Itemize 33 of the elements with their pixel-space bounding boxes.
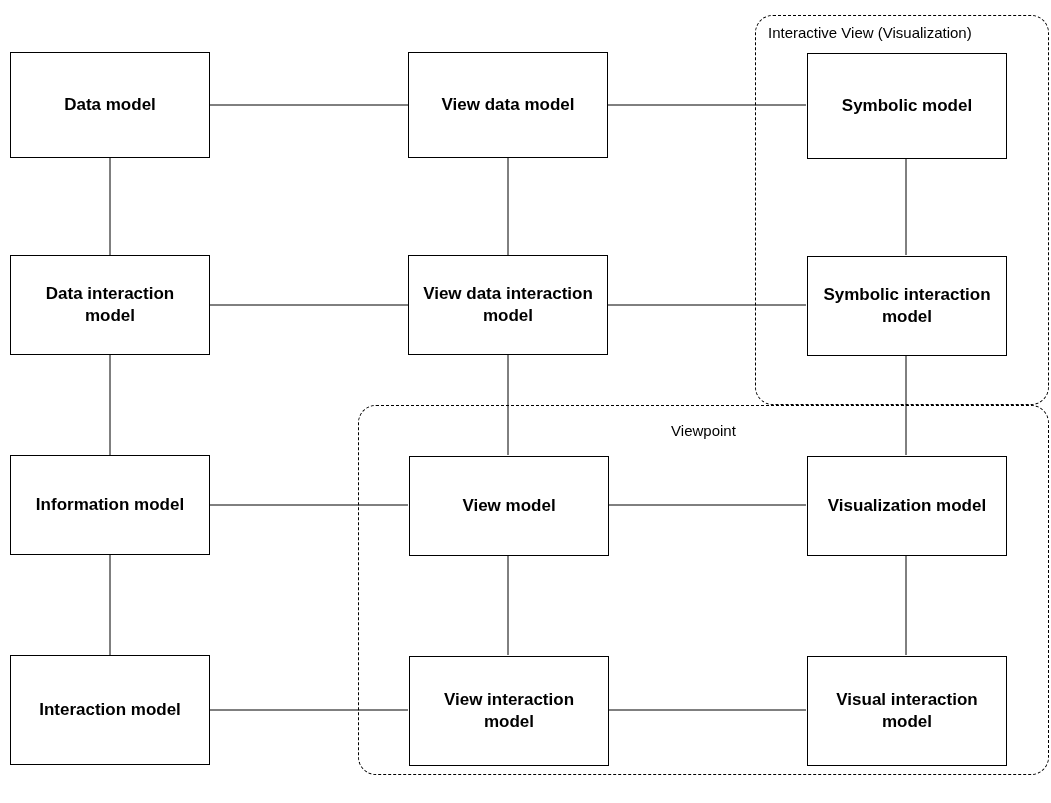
region-title: Viewpoint [670, 421, 737, 441]
connector-line [607, 709, 807, 711]
model-box: Visual interaction model [807, 656, 1007, 766]
connector-line [109, 157, 111, 256]
model-box: Data interaction model [10, 255, 210, 355]
model-box: Visualization model [807, 456, 1007, 556]
model-box: Symbolic interaction model [807, 256, 1007, 356]
connector-line [507, 157, 509, 256]
dashed-region [755, 15, 1049, 405]
connector-line [905, 554, 907, 656]
model-box: Data model [10, 52, 210, 158]
model-box: Interaction model [10, 655, 210, 765]
connector-line [607, 304, 807, 306]
connector-line [507, 354, 509, 456]
model-box: View data interaction model [408, 255, 608, 355]
connector-line [109, 354, 111, 456]
connector-line [507, 554, 509, 656]
connector-line [209, 304, 409, 306]
connector-line [607, 504, 807, 506]
connector-line [109, 554, 111, 656]
connector-line [209, 104, 409, 106]
model-box: Symbolic model [807, 53, 1007, 159]
model-box: View interaction model [409, 656, 609, 766]
connector-line [905, 157, 907, 256]
model-box: View data model [408, 52, 608, 158]
model-box: Information model [10, 455, 210, 555]
dashed-region [358, 405, 1049, 775]
connector-line [905, 354, 907, 456]
connector-line [607, 104, 807, 106]
connector-line [209, 504, 409, 506]
model-box: View model [409, 456, 609, 556]
region-title: Interactive View (Visualization) [768, 23, 972, 43]
connector-line [209, 709, 409, 711]
